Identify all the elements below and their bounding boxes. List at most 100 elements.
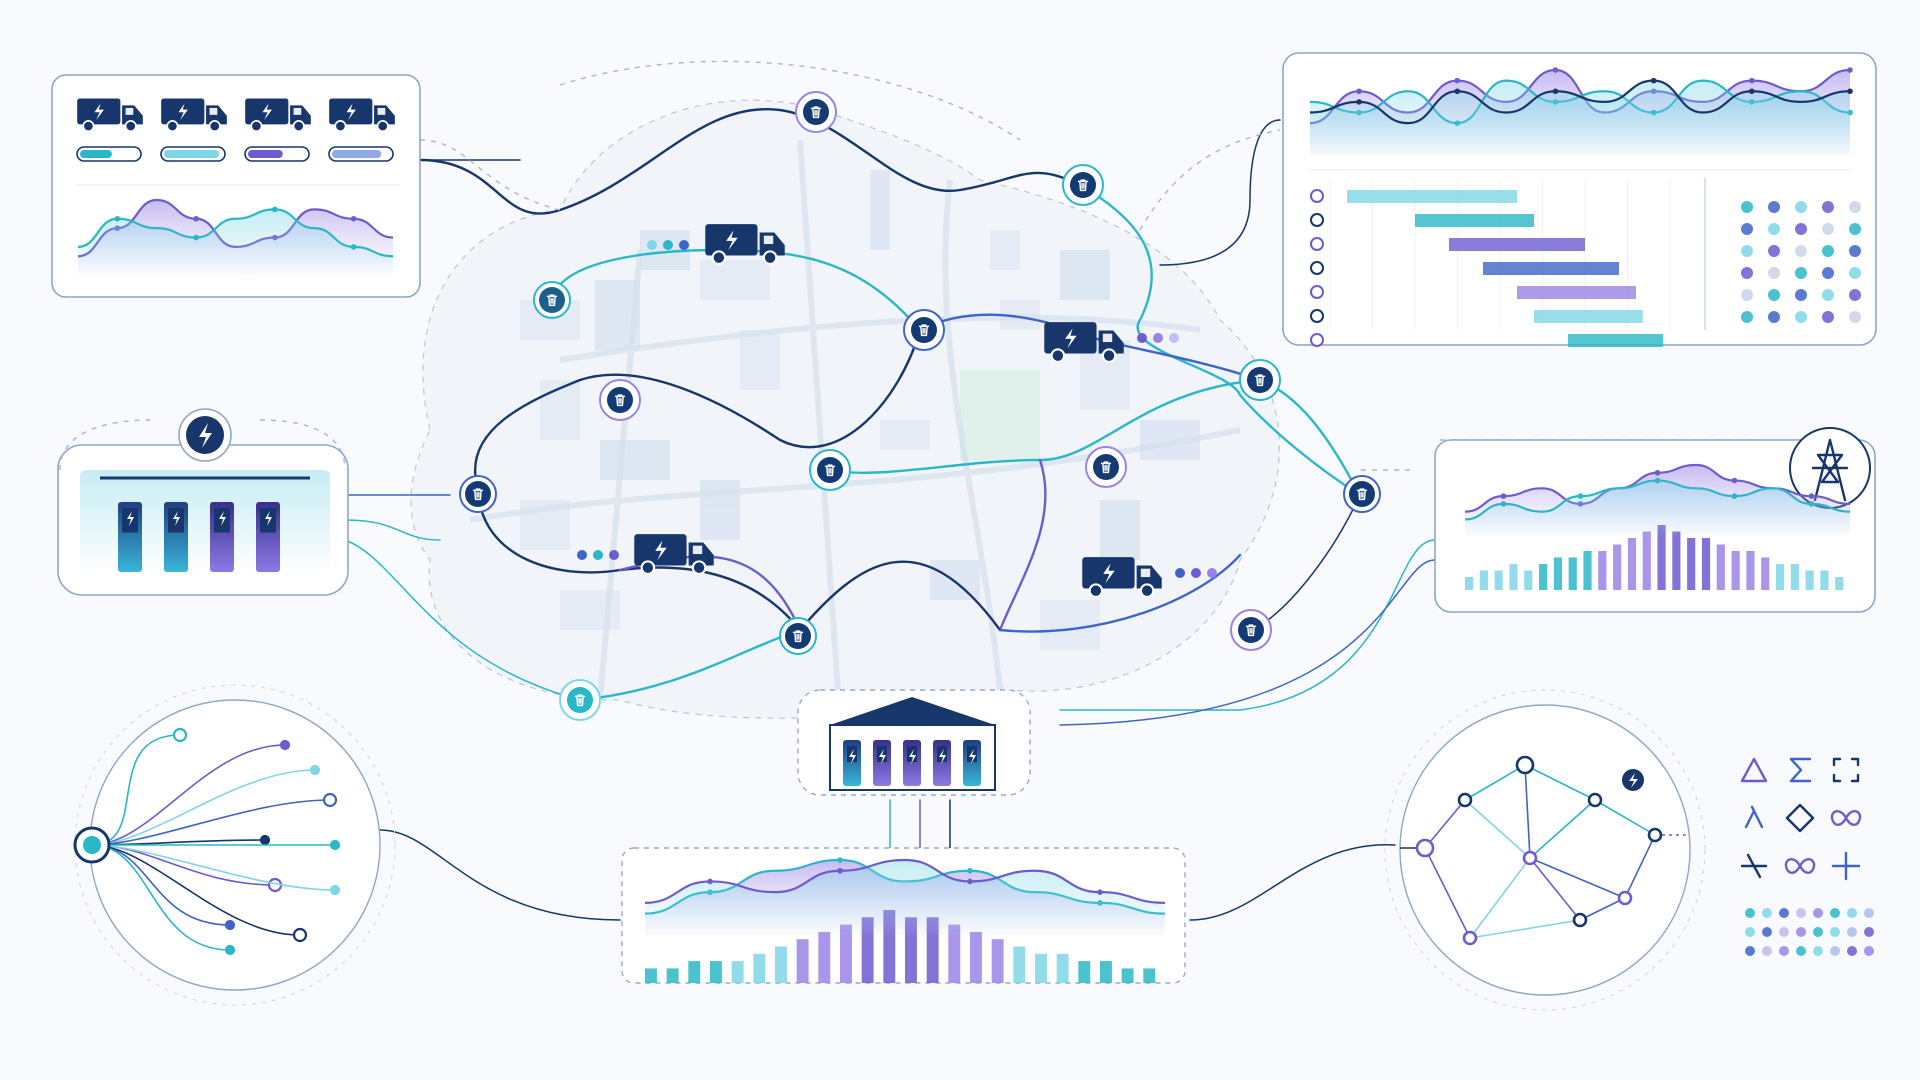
trash-bin-icon[interactable]: [559, 679, 601, 721]
status-dot: [1741, 267, 1753, 279]
trash-bin-icon[interactable]: [533, 281, 571, 319]
network-node[interactable]: [1522, 850, 1538, 866]
electric-truck-icon[interactable]: [647, 223, 786, 265]
charger-bank: [843, 740, 981, 786]
network-edge: [1529, 857, 1581, 921]
series-point: [1500, 501, 1507, 507]
network-node[interactable]: [1647, 827, 1663, 843]
status-dot-grid: [1741, 201, 1861, 323]
energy-usage-panel: [621, 847, 1186, 984]
bar: [1013, 946, 1026, 983]
electric-truck-icon[interactable]: [1081, 556, 1217, 598]
battery-level-row: [76, 146, 394, 162]
series-line: [77, 208, 394, 258]
row-marker[interactable]: [1310, 189, 1324, 203]
bar: [1790, 564, 1799, 590]
status-dot: [1822, 267, 1834, 279]
bar: [1465, 577, 1474, 590]
city-map: [410, 99, 1280, 721]
trash-bin-icon[interactable]: [1239, 359, 1281, 401]
bar: [1524, 570, 1533, 590]
row-marker[interactable]: [1310, 237, 1324, 251]
electric-truck-icon[interactable]: [1043, 321, 1179, 363]
route-schedule-gantt: [1310, 180, 1671, 347]
fan-node[interactable]: [309, 764, 321, 776]
legend-dot: [1745, 927, 1755, 937]
bar: [753, 953, 766, 983]
fan-node[interactable]: [329, 839, 341, 851]
fan-node[interactable]: [322, 792, 338, 808]
bar: [1121, 968, 1134, 983]
row-marker[interactable]: [1310, 309, 1324, 323]
power-tower-icon: [1789, 427, 1871, 509]
trash-bin-icon[interactable]: [1085, 446, 1127, 488]
trash-bin-icon[interactable]: [1343, 475, 1381, 513]
bar: [818, 931, 831, 983]
dispatch-radial-network: [73, 684, 396, 1006]
trash-bin-icon[interactable]: [903, 309, 945, 351]
fan-node[interactable]: [259, 834, 271, 846]
bar: [731, 961, 744, 983]
status-dot: [1849, 289, 1861, 301]
fan-node[interactable]: [329, 884, 341, 896]
dispatch-hub-node[interactable]: [73, 826, 111, 864]
series-point: [1356, 99, 1362, 105]
electric-truck-icon[interactable]: [577, 533, 715, 575]
trash-bin-icon[interactable]: [795, 91, 837, 133]
row-marker[interactable]: [1310, 213, 1324, 227]
status-dot: [1768, 311, 1780, 323]
trash-bin-icon[interactable]: [1230, 609, 1272, 651]
bar: [1627, 538, 1637, 590]
status-dot: [1822, 311, 1834, 323]
network-node[interactable]: [1415, 838, 1435, 858]
network-edge: [1524, 764, 1531, 859]
charger-screen: [122, 508, 138, 533]
status-dot: [1849, 267, 1861, 279]
fan-node[interactable]: [224, 919, 236, 931]
legend-dot: [1779, 908, 1789, 918]
fan-node[interactable]: [224, 944, 236, 956]
network-node[interactable]: [1462, 930, 1478, 946]
series-point: [350, 244, 357, 250]
row-marker[interactable]: [1310, 261, 1324, 275]
bar: [645, 968, 657, 983]
bar: [796, 939, 809, 983]
fan-line: [91, 769, 316, 846]
trash-bin-icon[interactable]: [1062, 164, 1104, 206]
trash-bin-icon[interactable]: [809, 449, 851, 491]
branch-icon: [1740, 853, 1768, 879]
network-node[interactable]: [1617, 890, 1633, 906]
series-point: [1577, 493, 1584, 499]
network-node[interactable]: [1457, 792, 1473, 808]
series-point: [114, 215, 121, 222]
network-node[interactable]: [1587, 792, 1603, 808]
fleet-activity-chart: [77, 198, 394, 275]
charge-bolt-icon: [1622, 769, 1644, 791]
status-dot: [1849, 223, 1861, 235]
fan-node[interactable]: [172, 727, 188, 743]
bar: [1731, 551, 1740, 590]
fan-node[interactable]: [292, 927, 308, 943]
series-point: [1808, 493, 1815, 499]
fan-node[interactable]: [279, 739, 291, 751]
row-marker[interactable]: [1310, 333, 1324, 347]
charge-bolt-icon: [879, 749, 886, 764]
legend-dot: [1830, 908, 1840, 918]
trash-bin-icon[interactable]: [459, 475, 497, 513]
status-dot: [1741, 289, 1753, 301]
series-point: [1731, 477, 1738, 484]
gantt-bar: [1568, 334, 1664, 347]
battery-fill: [248, 150, 283, 158]
row-marker[interactable]: [1310, 285, 1324, 299]
series-point: [967, 867, 973, 874]
trash-bin-icon[interactable]: [599, 379, 641, 421]
status-dot: [1741, 311, 1753, 323]
triangle-icon: [1740, 757, 1768, 783]
network-node[interactable]: [1572, 912, 1588, 928]
legend-dot: [1745, 908, 1755, 918]
battery-fill: [164, 150, 220, 158]
trash-bin-icon[interactable]: [779, 617, 817, 655]
series-point: [193, 215, 199, 222]
network-node[interactable]: [1515, 755, 1535, 775]
